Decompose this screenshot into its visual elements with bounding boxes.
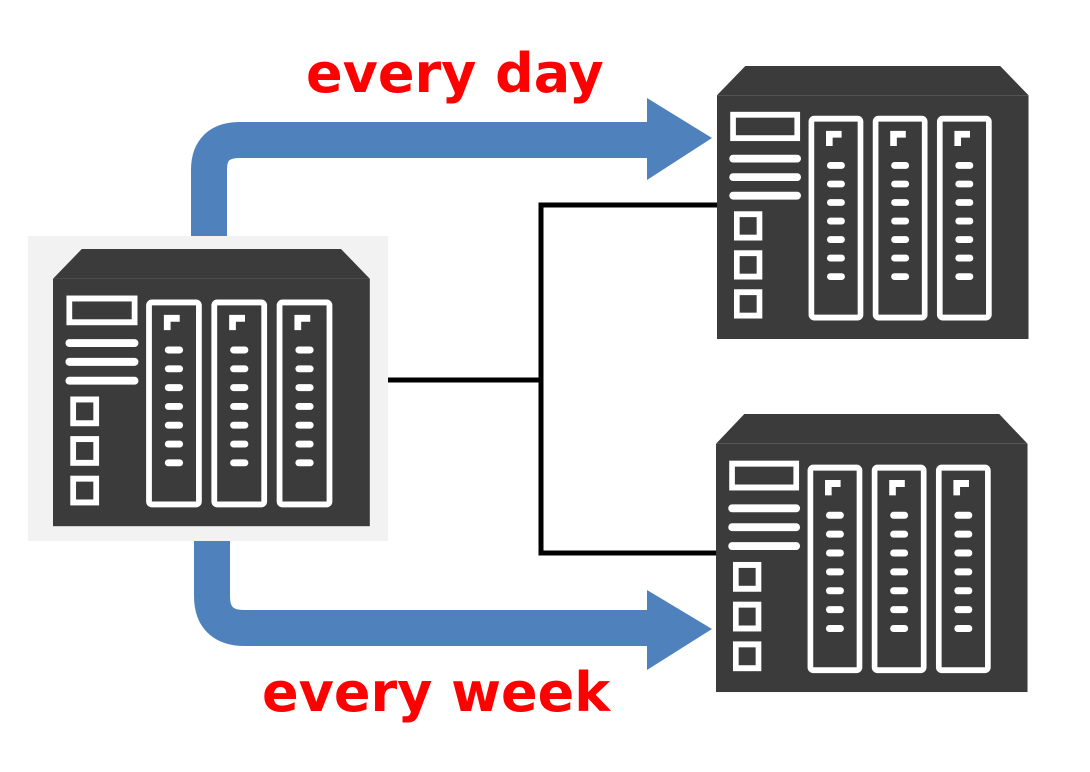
arrow-every-day bbox=[191, 98, 712, 236]
network-connector bbox=[368, 202, 720, 556]
label-every-day: every day bbox=[306, 42, 604, 105]
arrow-icon bbox=[647, 590, 712, 670]
arrow-every-week bbox=[194, 535, 712, 670]
source-server-rack-icon bbox=[53, 249, 370, 526]
target-server-rack-icon-top bbox=[717, 66, 1029, 339]
arrow-icon bbox=[647, 98, 712, 180]
label-every-week: every week bbox=[262, 661, 611, 724]
target-server-rack-icon-bottom bbox=[716, 414, 1028, 692]
